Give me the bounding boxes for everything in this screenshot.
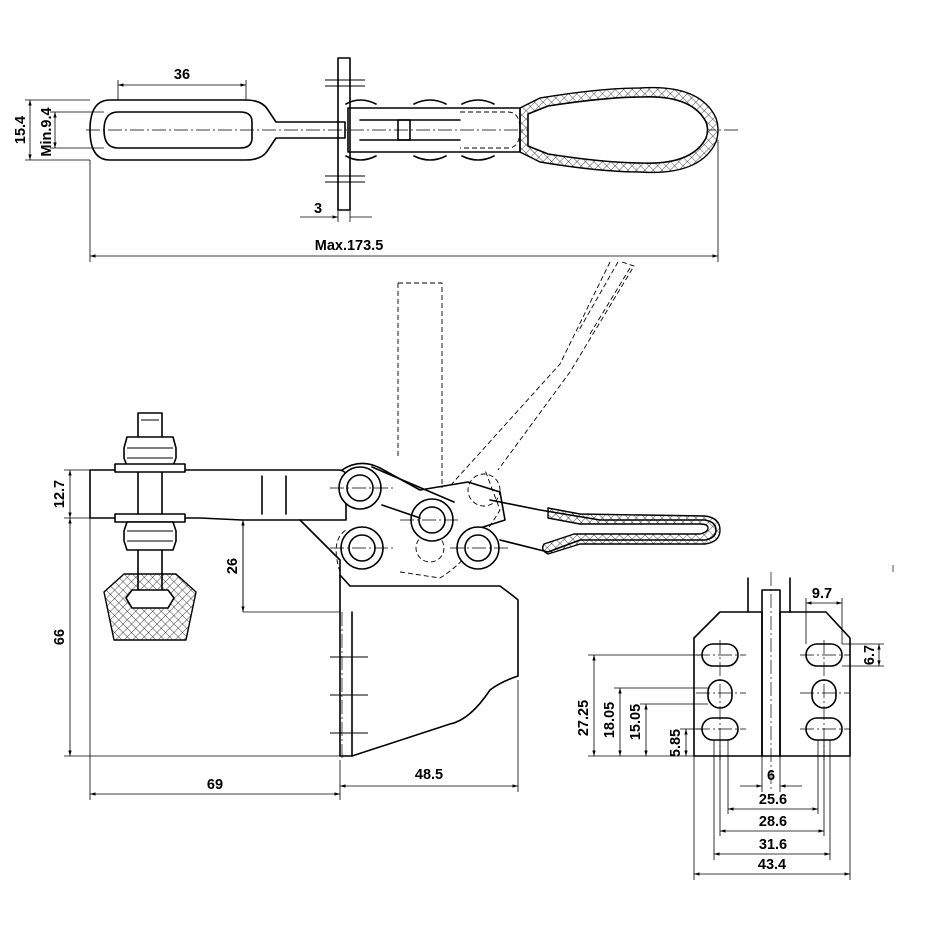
dim-loop-height: 15.4 <box>13 116 29 144</box>
dim-slot-width: 9.7 <box>812 586 832 602</box>
dim-row-mid-lower: 15.05 <box>628 704 644 740</box>
dim-base-depth: 48.5 <box>415 767 443 783</box>
dim-width: 43.4 <box>758 857 786 873</box>
dim-loop-length: 36 <box>174 67 190 83</box>
dim-height: 66 <box>52 629 68 645</box>
dim-row-bottom: 5.85 <box>668 729 684 757</box>
dim-gap: 6 <box>767 768 775 784</box>
dim-row-mid-upper: 18.05 <box>602 702 618 738</box>
dim-overall-length: Max.173.5 <box>315 238 384 254</box>
dim-row-top: 27.25 <box>576 700 592 736</box>
dim-reach: 69 <box>207 777 223 793</box>
side-view: 12.7 66 26 69 48.5 <box>52 261 721 800</box>
dim-span-mid: 28.6 <box>759 814 787 830</box>
dim-span-outer: 31.6 <box>759 837 787 853</box>
dim-slot-height: 6.7 <box>862 645 878 665</box>
dim-loop-inner: Min.9.4 <box>39 107 55 156</box>
top-view: 36 15.4 Min.9.4 3 Max.173.5 <box>13 57 740 262</box>
dim-span-inner: 25.6 <box>759 792 787 808</box>
dim-arm-thickness: 12.7 <box>52 480 68 508</box>
base-view: 9.7 6.7 27.25 18.05 15.05 5.85 6 <box>576 565 894 880</box>
dim-plate: 3 <box>314 201 322 217</box>
dim-bar-drop: 26 <box>225 558 241 574</box>
